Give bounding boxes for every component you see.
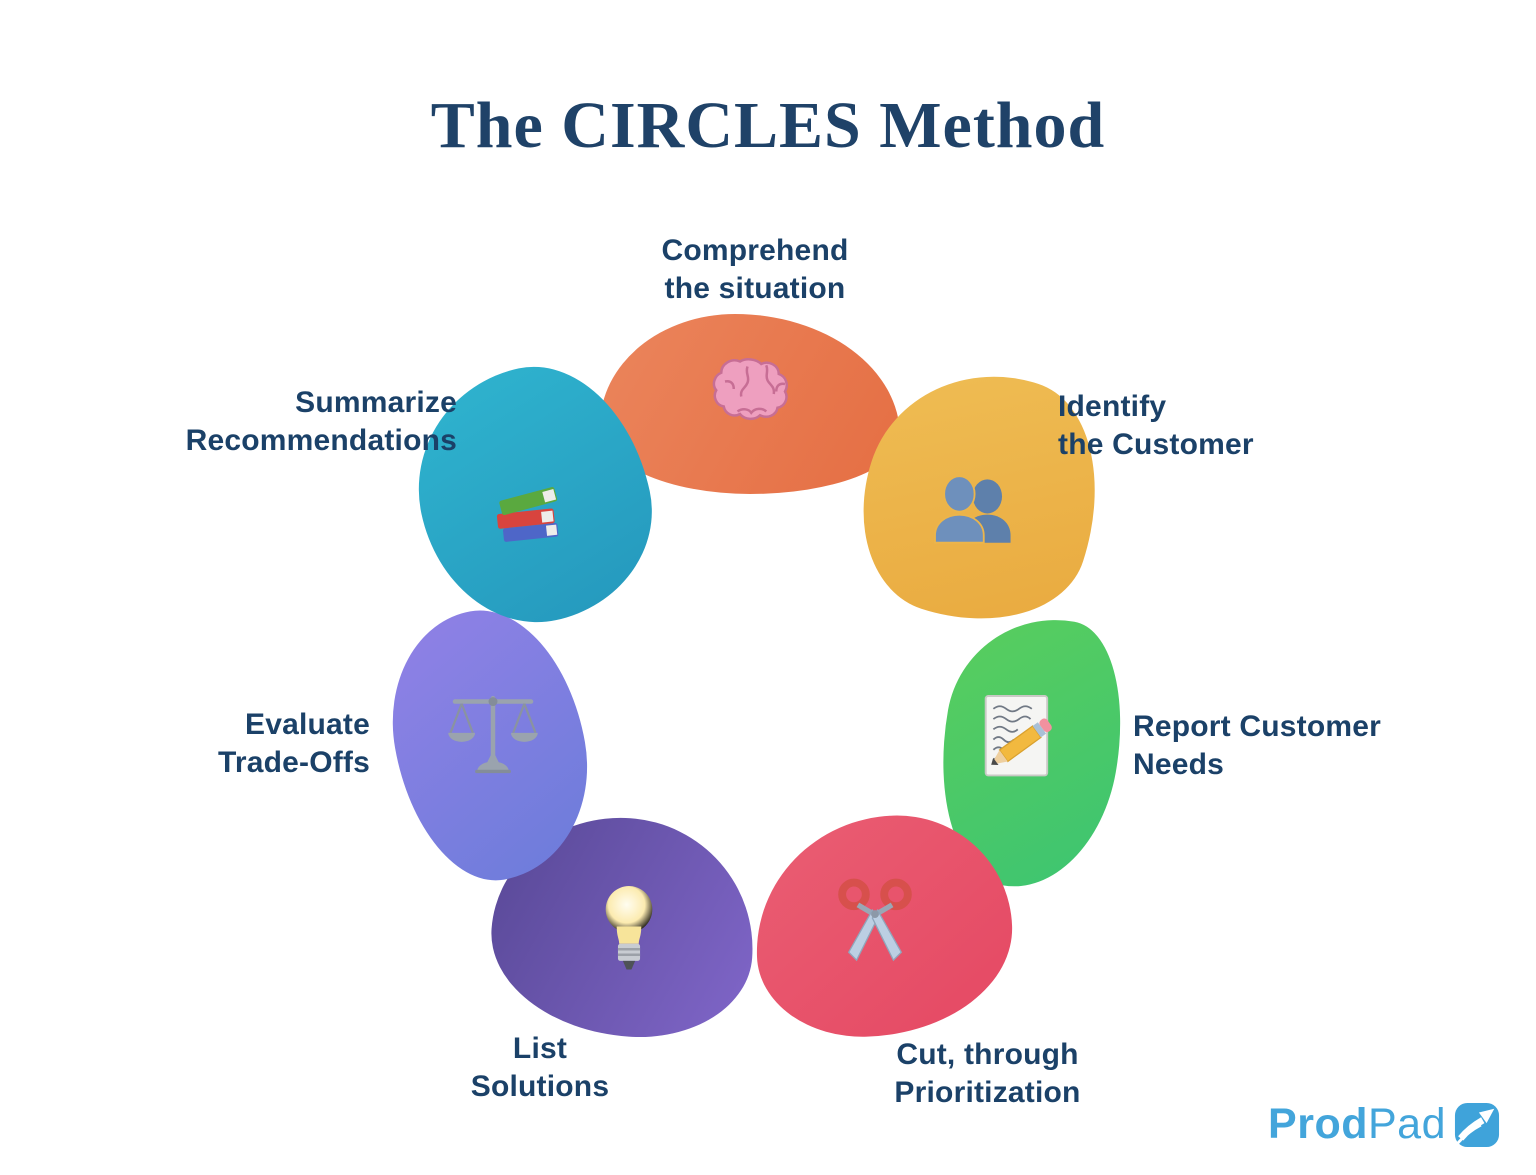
summarize-label: Summarize Recommendations: [137, 384, 457, 460]
summarize-label-line1: Summarize: [295, 386, 457, 419]
cut-label: Cut, through Prioritization: [845, 1036, 1130, 1112]
identify-label-line2: the Customer: [1058, 428, 1254, 461]
list-label-line1: List: [512, 1032, 568, 1065]
comprehend-label-line1: Comprehend: [661, 234, 849, 267]
lightbulb-icon: [602, 882, 656, 976]
memo-pencil-icon: [978, 690, 1060, 784]
cut-label-line1: Cut, through: [896, 1038, 1079, 1071]
list-label: List Solutions: [420, 1030, 660, 1106]
people-icon: [930, 472, 1018, 550]
prodpad-logo-text-light: Pad: [1367, 1100, 1446, 1148]
report-label-line1: Report Customer: [1133, 710, 1382, 743]
report-label: Report Customer Needs: [1133, 708, 1381, 784]
evaluate-label-line2: Trade-Offs: [217, 746, 370, 779]
list-label-line2: Solutions: [470, 1070, 610, 1103]
report-label-line2: Needs: [1133, 748, 1225, 781]
brain-icon: [710, 356, 800, 432]
comprehend-label: Comprehend the situation: [580, 232, 930, 308]
evaluate-label-line1: Evaluate: [245, 708, 370, 741]
summarize-label-line2: Recommendations: [185, 424, 457, 457]
balance-scale-icon: [446, 692, 540, 776]
cut-label-line2: Prioritization: [894, 1076, 1081, 1109]
scissors-icon: [832, 876, 918, 968]
evaluate-label: Evaluate Trade-Offs: [150, 706, 370, 782]
identify-label-line1: Identify: [1058, 390, 1167, 423]
comprehend-label-line2: the situation: [664, 272, 846, 305]
books-icon: [488, 470, 570, 554]
page-title: The CIRCLES Method: [430, 89, 1106, 162]
identify-label: Identify the Customer: [1058, 388, 1254, 464]
arrow-up-right-icon: [1454, 1102, 1500, 1148]
prodpad-logo-text-bold: Prod: [1268, 1100, 1368, 1148]
